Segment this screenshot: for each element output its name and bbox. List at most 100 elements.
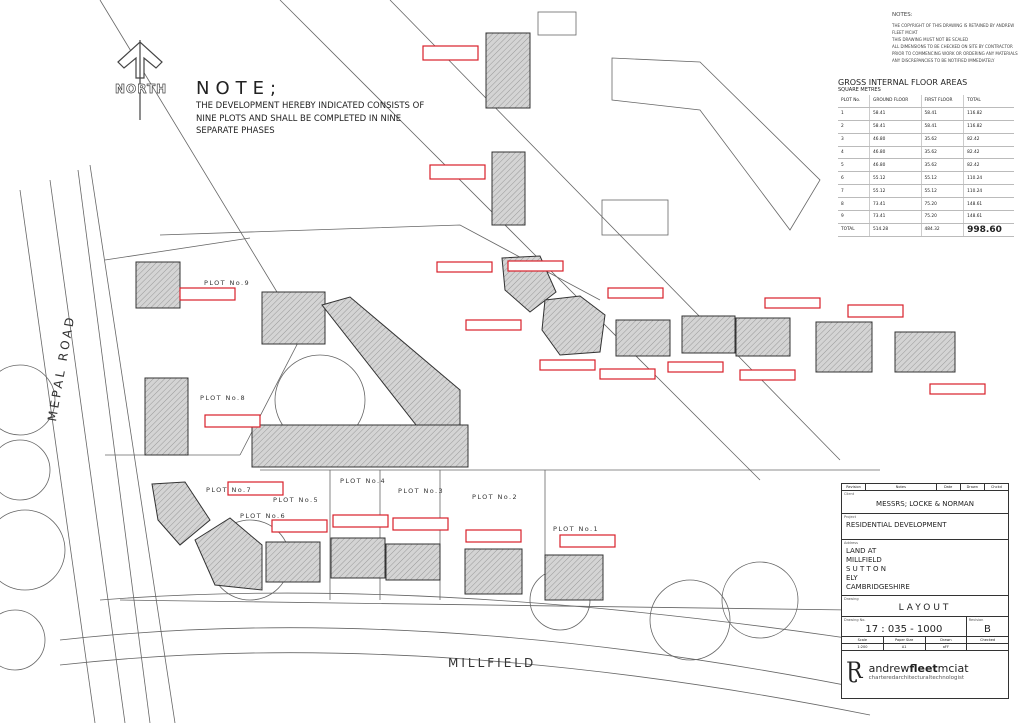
table-cell: 55.12 [920, 184, 964, 199]
drawing-no-label: Drawing No. [844, 618, 866, 622]
table-cell: 55.12 [920, 171, 964, 186]
table-cell: 9 [838, 210, 870, 224]
column-header: TOTAL [963, 95, 1014, 108]
table-cell: 73.41 [869, 197, 922, 212]
north-arrow-icon [117, 40, 163, 120]
revision-label: Revision [968, 618, 984, 622]
scale-value: 1:200 [857, 645, 868, 649]
paper-size-value: A1 [882, 644, 925, 650]
address-line: CAMBRIDGESHIRE [846, 583, 910, 591]
table-cell: 116.82 [963, 107, 1014, 121]
note-item: ALL DIMENSIONS TO BE CHECKED ON SITE BY … [892, 44, 1018, 56]
table-cell: 58.41 [869, 107, 922, 121]
plot-label: PLOT No.2 [472, 493, 518, 501]
address-label: Address [844, 541, 858, 545]
note-item: THE COPYRIGHT OF THIS DRAWING IS RETAINE… [892, 23, 1015, 35]
table-cell: 58.41 [920, 107, 964, 121]
table-cell: 75.20 [920, 210, 964, 224]
plot-label: PLOT No.1 [553, 525, 599, 533]
plot-label: PLOT No.5 [273, 496, 319, 504]
drawn-value: aFF [924, 644, 967, 650]
table-cell: 7 [838, 184, 870, 199]
plot-label: PLOT No.3 [398, 487, 444, 495]
firm-name-b: fleet [909, 662, 938, 675]
table-cell: 148.61 [963, 210, 1014, 224]
table-cell: 82.42 [963, 146, 1014, 160]
column-header: PLOT No. [838, 95, 870, 108]
column-header: FIRST FLOOR [920, 95, 964, 108]
note-body: THE DEVELOPMENT HEREBY INDICATED CONSIST… [196, 101, 425, 136]
drawn-col: Drawn [959, 484, 984, 490]
table-cell: 2 [838, 120, 870, 134]
table-cell: 110.24 [963, 171, 1014, 186]
floor-areas-subtitle: SQUARE METRES [838, 87, 881, 93]
note-title: NOTE; [196, 78, 283, 99]
plot-label: PLOT No.7 [206, 486, 252, 494]
table-cell: 75.20 [920, 197, 964, 212]
floor-areas-title: GROSS INTERNAL FLOOR AREAS [838, 78, 968, 87]
table-cell: 58.41 [920, 120, 964, 134]
table-cell: 35.62 [920, 158, 964, 173]
table-cell: 1 [838, 107, 870, 121]
drawing-label: Drawing [844, 597, 859, 601]
address-line: ELY [846, 574, 858, 582]
north-label: NORTH [115, 82, 168, 97]
table-cell: 73.41 [869, 210, 922, 224]
total-cell: 514.28 [869, 223, 922, 237]
title-block: Revision Notes Date Drawn Chckd Client M… [841, 483, 1009, 699]
table-cell: 46.80 [869, 146, 922, 160]
revision-header: Revision Notes Date Drawn Chckd [842, 484, 1008, 491]
table-cell: 82.42 [963, 133, 1014, 147]
general-notes: NOTES: THE COPYRIGHT OF THIS DRAWING IS … [892, 12, 1020, 64]
notes-col: Notes [865, 484, 935, 490]
table-cell: 5 [838, 158, 870, 173]
floor-areas-table: GROSS INTERNAL FLOOR AREAS SQUARE METRES… [838, 78, 1014, 237]
table-cell: 4 [838, 146, 870, 160]
table-cell: 35.62 [920, 133, 964, 147]
table-cell: 46.80 [869, 158, 922, 173]
firm-name-c: mciat [937, 662, 969, 675]
drawn-label: Drawn [924, 637, 967, 643]
address-line: LAND AT [846, 547, 877, 555]
total-cell: TOTAL [838, 223, 870, 237]
table-cell: 3 [838, 133, 870, 147]
column-header: GROUND FLOOR [869, 95, 922, 108]
client-value: MESSRS; LOCKE & NORMAN [876, 500, 974, 508]
scale-label: Scale [857, 638, 868, 642]
table-cell: 8 [838, 197, 870, 212]
total-cell: 998.60 [963, 223, 1014, 237]
client-label: Client [844, 492, 855, 496]
plot-label: PLOT No.4 [340, 477, 386, 485]
table-cell: 55.12 [869, 171, 922, 186]
table-cell: 55.12 [869, 184, 922, 199]
table-cell: 35.62 [920, 146, 964, 160]
total-cell: 484.32 [920, 223, 964, 237]
table-cell: 82.42 [963, 158, 1014, 173]
note-item: THIS DRAWING MUST NOT BE SCALED [892, 37, 969, 42]
table-cell: 116.82 [963, 120, 1014, 134]
drawing-number: 17 : 035 - 1000 [865, 624, 943, 635]
table-cell: 110.24 [963, 184, 1014, 199]
millfield-road-label: MILLFIELD [448, 656, 537, 670]
firm-subtitle: charteredarchitecturaltechnologist [868, 675, 965, 681]
note-item: ANY DISCREPANCIES TO BE NOTIFIED IMMEDIA… [892, 58, 995, 63]
project-label: Project [844, 515, 856, 519]
plot-label: PLOT No.8 [200, 394, 246, 402]
firm-logo-icon: Ɽ [846, 659, 863, 684]
date-col: Date [935, 484, 960, 490]
checked-col: Chckd [983, 484, 1008, 490]
table-cell: 58.41 [869, 120, 922, 134]
revision-value: B [983, 624, 991, 635]
paper-size-label: Paper Size [882, 637, 925, 643]
plot-label: PLOT No.6 [240, 512, 286, 520]
